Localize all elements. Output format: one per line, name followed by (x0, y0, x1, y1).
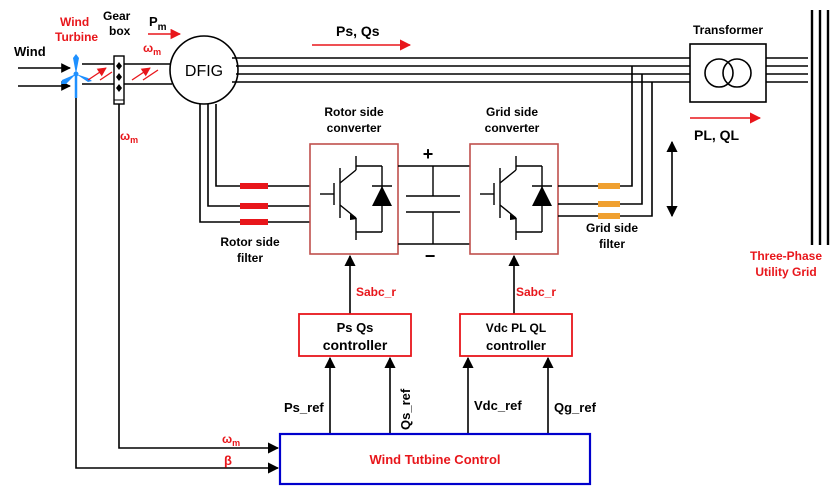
grid-side-filter (598, 183, 620, 219)
sabc-right-label: Sabc_r (516, 285, 556, 299)
wind-turbine-control: Wind Tutbine Control (278, 432, 592, 486)
rotor-filter-label-line2: filter (237, 251, 263, 265)
grid-filter-label-line1: Grid side (586, 221, 638, 235)
vdc-controller-line1: Vdc PL QL (486, 321, 546, 335)
rotation-indicators (87, 67, 159, 81)
shafts (82, 63, 172, 85)
wind-input-arrows (18, 63, 71, 91)
wind-turbine-icon (61, 54, 92, 98)
wind-turbine-label-line1: Wind (60, 15, 89, 29)
qg-ref-label: Qg_ref (554, 400, 597, 415)
dc-link (398, 165, 470, 245)
qs-ref-label: Qs_ref (398, 388, 413, 430)
dfig-generator (169, 35, 239, 105)
dc-minus: − (425, 246, 436, 266)
gearbox (113, 55, 125, 105)
pm-label: Pm (149, 14, 167, 33)
gearbox-label-line2: box (109, 24, 131, 38)
ps-qs-label: Ps, Qs (336, 23, 380, 39)
wm-shaft-label: ωm (143, 41, 161, 57)
transformer (689, 43, 767, 103)
grid-label-line1: Three-Phase (750, 249, 822, 263)
vdc-ref-label: Vdc_ref (474, 398, 522, 413)
vdc-controller-line2: controller (486, 338, 546, 353)
grid-conv-label-line1: Grid side (486, 105, 538, 119)
rotor-lines (199, 104, 310, 223)
dc-plus: + (423, 144, 434, 164)
rotor-conv-label-line2: converter (327, 121, 382, 135)
transformer-label: Transformer (693, 23, 763, 37)
utility-grid-bus (810, 10, 830, 245)
stator-lines (232, 57, 690, 83)
grid-side-converter (469, 143, 559, 255)
pl-ql-label: PL, QL (694, 127, 740, 143)
wind-turbine-control-label: Wind Tutbine Control (369, 452, 500, 467)
sabc-left-label: Sabc_r (356, 285, 396, 299)
wind-label: Wind (14, 44, 46, 59)
rotor-side-converter (309, 143, 399, 255)
wind-turbine-label-line2: Turbine (55, 30, 98, 44)
grid-side-lines (558, 66, 653, 217)
grid-filter-label-line2: filter (599, 237, 625, 251)
rotor-conv-label-line1: Rotor side (324, 105, 384, 119)
wm-gearbox-label: ωm (120, 129, 138, 145)
reference-arrows (324, 356, 554, 434)
beta-label: β (224, 453, 232, 468)
gearbox-label-line1: Gear (103, 9, 131, 23)
grid-conv-label-line2: converter (485, 121, 540, 135)
wm-control-label: ωm (222, 432, 240, 448)
grid-label-line2: Utility Grid (755, 265, 816, 279)
rotor-filter-label-line1: Rotor side (220, 235, 280, 249)
feedback-lines (75, 98, 280, 474)
ps-ref-label: Ps_ref (284, 400, 324, 415)
ps-qs-controller: Ps Qs controller (298, 313, 412, 357)
vdc-pl-ql-controller: Vdc PL QL controller (459, 313, 573, 357)
rotor-side-filter (240, 183, 268, 225)
ps-qs-controller-line1: Ps Qs (337, 320, 374, 335)
dfig-label: DFIG (185, 63, 223, 80)
transformer-grid-lines (766, 57, 808, 83)
ps-qs-controller-line2: controller (323, 337, 388, 353)
